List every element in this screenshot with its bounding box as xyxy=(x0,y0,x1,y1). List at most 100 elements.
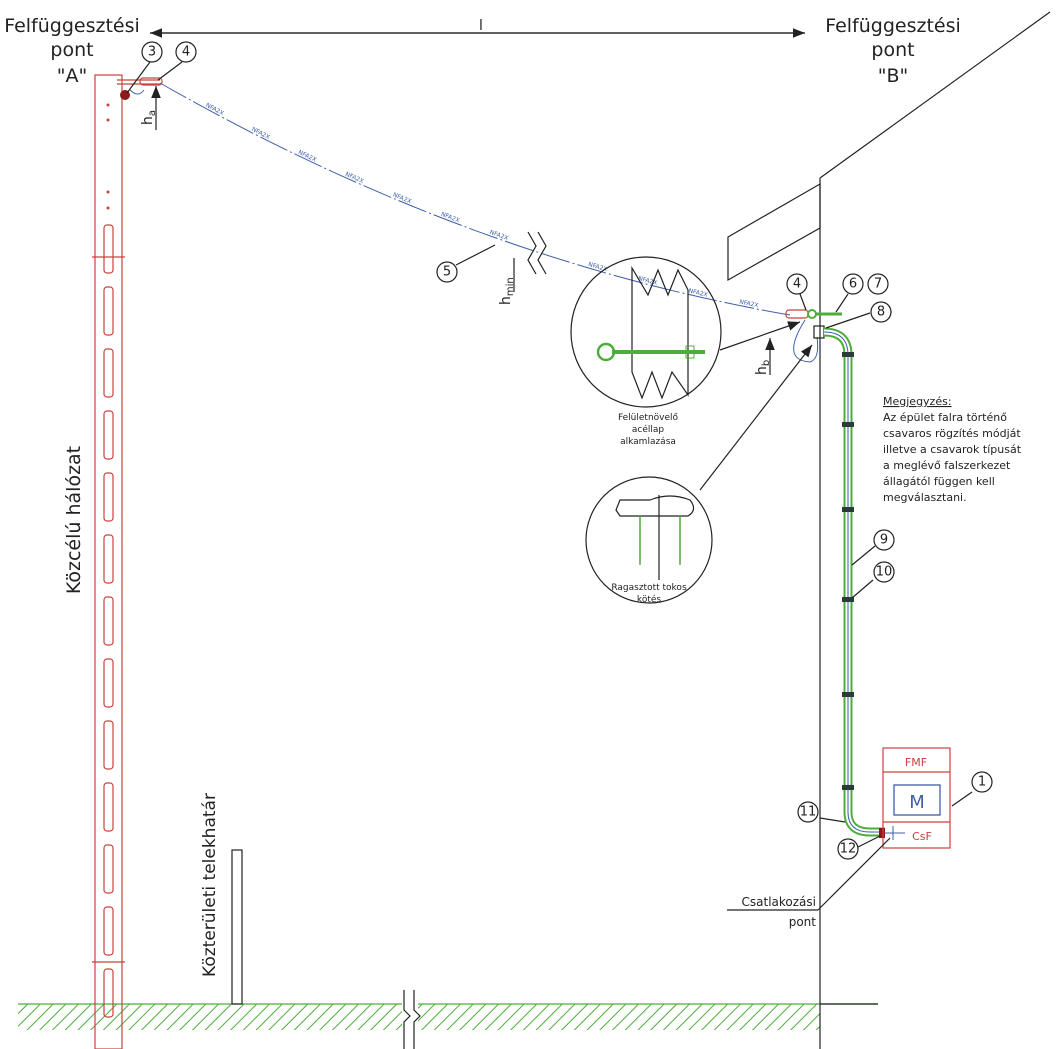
meter-cabinet: FMF M CsF xyxy=(882,747,951,849)
svg-text:9: 9 xyxy=(880,533,888,548)
pole-slot xyxy=(103,348,114,398)
svg-text:5: 5 xyxy=(443,265,451,280)
meter-label: M xyxy=(909,792,925,813)
note-line: megválasztani. xyxy=(883,491,967,504)
height-a-label: ha xyxy=(140,110,158,125)
note: Megjegyzés: Az épület falra történő csav… xyxy=(883,395,1022,504)
marker-4a: 4 xyxy=(175,41,197,63)
pipe-clip xyxy=(842,422,854,427)
svg-text:10: 10 xyxy=(876,565,893,580)
marker-1: 1 xyxy=(971,771,993,793)
title-a-line3: "A" xyxy=(57,65,87,87)
svg-text:4: 4 xyxy=(182,45,190,60)
detail1-line3: alkamlazása xyxy=(620,437,676,447)
public-network-label: Közcélú hálózat xyxy=(63,446,85,594)
svg-text:4: 4 xyxy=(793,277,801,292)
marker-4b: 4 xyxy=(786,273,808,295)
height-b-dimension: hb xyxy=(754,338,775,375)
pole-slot xyxy=(103,844,114,894)
svg-text:7: 7 xyxy=(874,277,882,292)
marker-12: 12 xyxy=(837,838,859,860)
svg-text:1: 1 xyxy=(978,775,986,790)
cable-type-label: NFA2X xyxy=(344,171,365,185)
note-line: illetve a csavarok típusát xyxy=(883,443,1022,456)
note-line: állagától függen kell xyxy=(883,475,995,488)
pole-slot xyxy=(103,906,114,956)
marker-8: 8 xyxy=(870,301,892,323)
span-dimension: l xyxy=(150,18,805,38)
riser-pipe xyxy=(823,327,905,840)
span-label: l xyxy=(479,18,483,34)
pole-slot xyxy=(103,658,114,708)
roof-line xyxy=(819,11,1051,179)
pipe-clip xyxy=(842,507,854,512)
detail2-line1: Ragasztott tokos xyxy=(611,583,687,593)
pole-slot xyxy=(103,596,114,646)
detail-glued-socket-joint: Ragasztott tokos kötés xyxy=(585,344,813,605)
cable-type-label: NFA2X xyxy=(637,275,658,287)
suspension-clamp-a xyxy=(139,77,163,86)
svg-text:12: 12 xyxy=(840,842,857,857)
cable-type-label: NFA2X xyxy=(204,102,224,117)
ground-break-symbol xyxy=(402,990,421,1049)
eave xyxy=(727,182,821,282)
pipe-clip xyxy=(842,692,854,697)
cable-type-label: NFA2X xyxy=(392,191,413,205)
wall-anchor-b xyxy=(785,309,842,363)
cable-type-label: NFA2X xyxy=(489,229,510,242)
title-b-line1: Felfüggesztési xyxy=(825,15,961,37)
property-boundary-label: Közterületi telekhatár xyxy=(200,793,220,977)
overhead-cable xyxy=(159,82,791,316)
pipe-clip xyxy=(842,352,854,357)
connection-point-label: Csatlakozási pont xyxy=(727,837,891,929)
cable-break-symbol xyxy=(527,231,547,275)
pole-slot xyxy=(103,410,114,460)
title-b-line3: "B" xyxy=(878,65,909,87)
svg-text:11: 11 xyxy=(800,805,817,820)
cable-type-label: NFA2X xyxy=(739,299,759,310)
height-a-dimension: ha xyxy=(140,86,161,130)
cable-type-label: NFA2X xyxy=(440,211,461,225)
marker-6: 6 xyxy=(842,273,864,295)
note-line: csavaros rögzítés módját xyxy=(883,427,1021,440)
svg-text:6: 6 xyxy=(849,277,857,292)
svg-text:3: 3 xyxy=(148,45,156,60)
property-boundary-post xyxy=(231,849,243,1005)
note-title: Megjegyzés: xyxy=(883,395,952,408)
cable-type-label: NFA2X xyxy=(250,126,270,141)
pole-slot xyxy=(103,224,114,274)
pole-slot xyxy=(103,782,114,832)
pipe-clip xyxy=(842,785,854,790)
cable-type-label: NFA2X xyxy=(587,261,608,273)
marker-10: 10 xyxy=(873,561,895,583)
height-min-dimension: hmin xyxy=(498,258,516,305)
marker-5: 5 xyxy=(436,261,458,283)
cable-type-label: NFA2X xyxy=(297,149,318,164)
marker-9: 9 xyxy=(873,529,895,551)
cable-type-labels: NFA2X NFA2X NFA2X NFA2X NFA2X NFA2X NFA2X NFA2X… xyxy=(204,102,759,309)
suspension-point-a-label: Felfüggesztési pont "A" xyxy=(4,15,140,87)
title-a-line2: pont xyxy=(50,39,93,61)
marker-leaders xyxy=(126,61,973,848)
note-line: Az épület falra történő xyxy=(883,411,1007,424)
connection-point-line2: pont xyxy=(789,915,817,929)
pole-slot xyxy=(103,968,114,1018)
height-b-label: hb xyxy=(754,360,772,375)
csf-label: CsF xyxy=(912,830,932,843)
marker-7: 7 xyxy=(867,273,889,295)
detail1-line1: Felületnövelő xyxy=(618,413,679,423)
suspension-point-b-label: Felfüggesztési pont "B" xyxy=(825,15,961,87)
connection-point-line1: Csatlakozási xyxy=(742,895,816,909)
cable-type-label: NFA2X xyxy=(688,288,709,299)
pole-slot xyxy=(103,720,114,770)
meter xyxy=(893,784,941,816)
pipe-clip xyxy=(842,597,854,602)
pole-slot xyxy=(103,286,114,336)
marker-11: 11 xyxy=(797,801,819,823)
height-min-label: hmin xyxy=(498,277,516,305)
building-wall xyxy=(727,11,1051,1049)
fmf-label: FMF xyxy=(905,756,927,769)
detail-steel-plate: Felületnövelő acéllap alkamlazása xyxy=(570,256,801,447)
svg-text:8: 8 xyxy=(877,305,885,320)
